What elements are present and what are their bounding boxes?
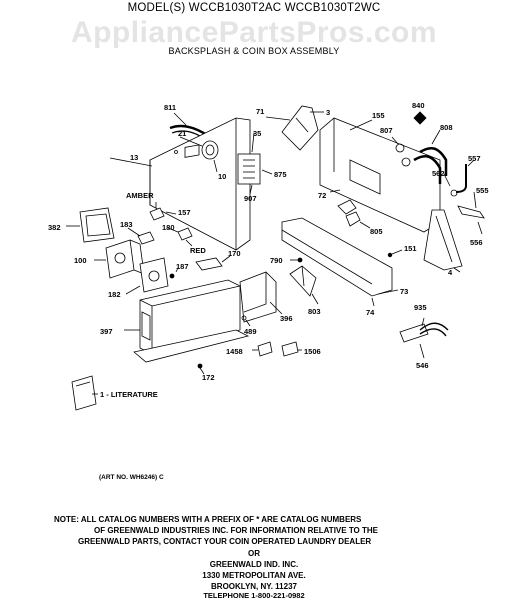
callout-1506: 1506	[304, 347, 321, 356]
callout-935: 935	[414, 303, 427, 312]
callout-382: 382	[48, 223, 61, 232]
callout-555: 555	[476, 186, 489, 195]
part-1506-lock	[281, 341, 302, 357]
callout-187: 187	[176, 262, 189, 271]
note-or: OR	[248, 549, 260, 558]
callout-21: 21	[178, 129, 186, 138]
part-4-end-cap	[423, 209, 463, 273]
part-1-literature	[71, 375, 98, 411]
part-397-coin-box	[124, 279, 250, 363]
callout-10: 10	[218, 172, 226, 181]
part-180-indicator-red	[167, 227, 193, 247]
callout-803: 803	[308, 307, 321, 316]
part-803-bracket	[289, 265, 319, 305]
note-line-1: NOTE: ALL CATALOG NUMBERS WITH A PREFIX …	[54, 515, 362, 524]
part-182-plate	[125, 257, 169, 295]
callout-71: 71	[256, 107, 264, 116]
callout-amber: AMBER	[126, 191, 154, 200]
callout-557: 557	[468, 154, 481, 163]
note-street: 1330 METROPOLITAN AVE.	[202, 571, 306, 580]
part-170-plate	[195, 255, 231, 271]
callout-4: 4	[448, 268, 453, 277]
callout-182: 182	[108, 290, 121, 299]
part-546-wire-harness	[399, 317, 449, 359]
part-840-light	[413, 111, 427, 125]
watermark: AppliancePartsPros.com	[70, 16, 438, 49]
callout-790: 790	[270, 256, 283, 265]
callout-907: 907	[244, 194, 257, 203]
callout-556: 556	[470, 238, 483, 247]
callout-875: 875	[274, 170, 287, 179]
note-city: BROOKLYN, NY. 11237	[211, 582, 297, 591]
leader-72	[329, 189, 341, 193]
callout-red: RED	[190, 246, 206, 255]
callout-183: 183	[120, 220, 133, 229]
callout-805: 805	[370, 227, 383, 236]
callout-73: 73	[400, 287, 408, 296]
part-382-trim	[66, 207, 115, 243]
part-790-screw	[290, 257, 303, 263]
catalog-note: NOTE: ALL CATALOG NUMBERS WITH A PREFIX …	[54, 514, 484, 547]
note-phone: TELEPHONE 1-800-221-0982	[203, 591, 305, 600]
callout-562: 562	[432, 169, 445, 178]
callout-1-literature: 1 - LITERATURE	[100, 390, 158, 399]
callout-489: 489	[244, 327, 257, 336]
callout-807: 807	[380, 126, 393, 135]
part-557-hose	[443, 159, 475, 197]
part-1458-lock	[252, 341, 273, 357]
callout-170: 170	[228, 249, 241, 258]
model-title: MODEL(S) WCCB1030T2AC WCCB1030T2WC	[127, 2, 381, 14]
note-line-3: GREENWALD PARTS, CONTACT YOUR COIN OPERA…	[78, 537, 372, 546]
note-line-2: OF GREENWALD INDUSTRIES INC. FOR INFORMA…	[94, 526, 378, 535]
part-805-clips	[337, 199, 371, 229]
callout-808: 808	[440, 123, 453, 132]
callout-3: 3	[326, 108, 330, 117]
part-396-bracket	[239, 271, 283, 327]
callout-1458: 1458	[226, 347, 243, 356]
part-100-coin-meter	[94, 239, 145, 279]
callout-397: 397	[100, 327, 113, 336]
part-807-grommets	[391, 136, 411, 167]
part-3-bracket	[265, 105, 324, 151]
art-number: (ART NO. WH6246) C	[99, 474, 164, 481]
note-company: GREENWALD IND. INC.	[209, 560, 299, 569]
callout-172: 172	[202, 373, 215, 382]
callout-151: 151	[404, 244, 417, 253]
callout-811: 811	[164, 103, 176, 112]
part-155-backsplash	[319, 117, 441, 233]
part-21-knob	[179, 136, 219, 173]
part-13-control-panel	[109, 117, 251, 251]
callout-100: 100	[74, 256, 87, 265]
part-555-clip	[457, 191, 485, 235]
callout-840: 840	[412, 101, 425, 110]
callout-35: 35	[253, 129, 261, 138]
part-157-indicator-amber	[149, 202, 177, 221]
callout-72: 72	[318, 191, 326, 200]
callout-396: 396	[280, 314, 293, 323]
callout-546: 546	[416, 361, 429, 370]
part-73-top-panel	[281, 217, 399, 307]
callout-180: 180	[162, 223, 175, 232]
part-187-screw	[169, 267, 179, 279]
callout-155: 155	[372, 111, 385, 120]
part-183-coin-slide	[127, 227, 155, 245]
assembly-title: BACKSPLASH & COIN BOX ASSEMBLY	[168, 46, 340, 56]
callout-157: 157	[178, 208, 191, 217]
callout-13: 13	[130, 153, 138, 162]
part-35-switch-block	[237, 132, 273, 195]
part-808-hoses	[413, 129, 448, 184]
part-151-screw	[387, 249, 403, 258]
callout-74: 74	[366, 308, 375, 317]
part-172-screw	[197, 363, 205, 375]
